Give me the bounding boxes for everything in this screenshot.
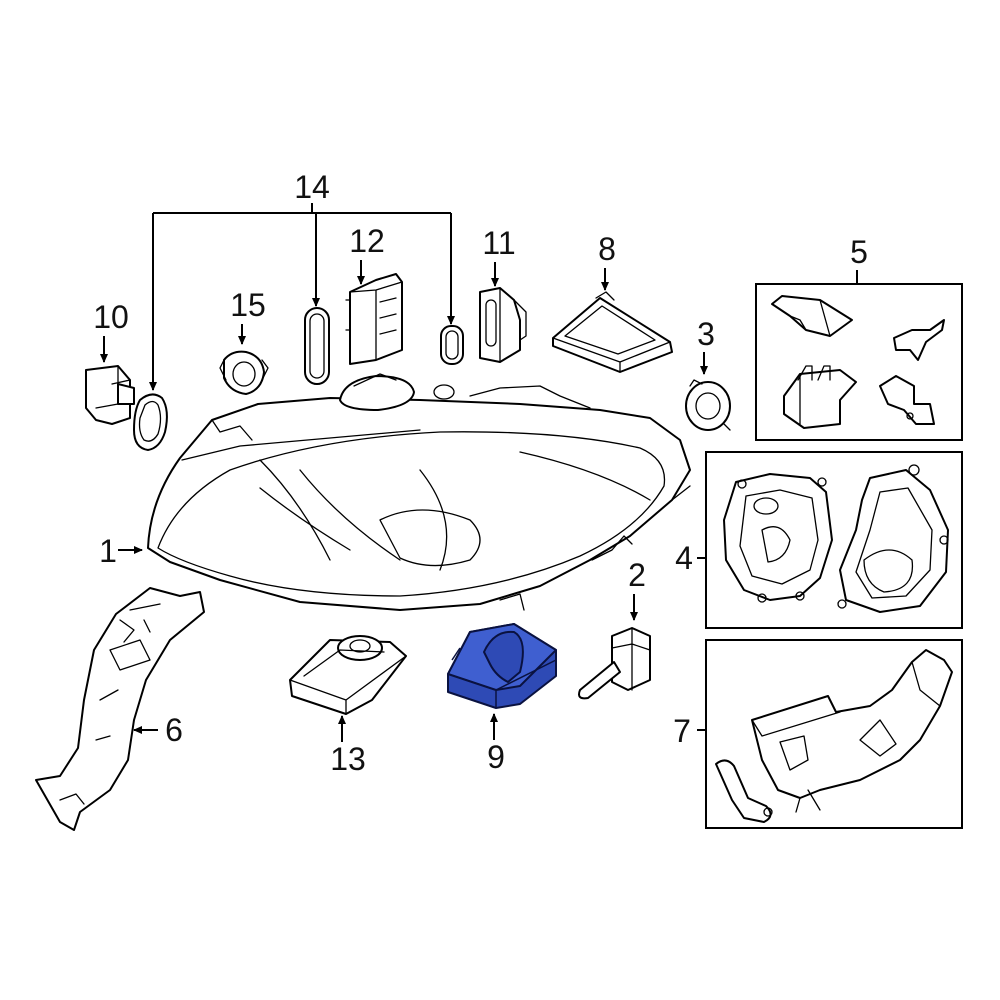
callout-5[interactable]: 5 xyxy=(850,234,868,270)
ring-part-3[interactable] xyxy=(685,379,731,431)
gasket-part-14c[interactable] xyxy=(440,325,464,365)
bracket-part-5c[interactable] xyxy=(783,365,857,429)
gasket-part-14c-inner xyxy=(445,330,459,360)
highlighted-control-module-part-9[interactable] xyxy=(447,623,557,709)
callout-4[interactable]: 4 xyxy=(675,540,693,576)
callout-8[interactable]: 8 xyxy=(598,231,616,267)
callout-3[interactable]: 3 xyxy=(697,316,715,352)
callout-12[interactable]: 12 xyxy=(349,223,385,259)
callout-6[interactable]: 6 xyxy=(165,712,183,748)
gasket-part-14a-inner xyxy=(138,400,162,442)
housing-part-4a[interactable] xyxy=(723,473,833,603)
headlamp-assembly-part-1[interactable] xyxy=(147,373,691,611)
callout-13[interactable]: 13 xyxy=(330,741,366,777)
bracket-part-5a[interactable] xyxy=(771,295,853,337)
bulb-part-2[interactable] xyxy=(578,627,651,700)
callout-1[interactable]: 1 xyxy=(99,533,117,569)
control-unit-part-12[interactable] xyxy=(345,273,403,365)
callout-7[interactable]: 7 xyxy=(673,713,691,749)
retainer-part-15[interactable] xyxy=(219,350,269,395)
bracket-part-5d[interactable] xyxy=(879,375,935,425)
callout-14-group: 14 xyxy=(149,169,455,391)
socket-part-10[interactable] xyxy=(85,365,135,425)
callout-9[interactable]: 9 xyxy=(487,739,505,775)
gasket-part-14b-inner xyxy=(309,313,325,379)
module-part-11[interactable] xyxy=(479,287,527,363)
callout-10[interactable]: 10 xyxy=(93,299,129,335)
air-duct-part-6[interactable] xyxy=(35,587,205,831)
callout-14-leader xyxy=(152,203,452,385)
housing-part-4b[interactable] xyxy=(837,464,949,613)
callout-14[interactable]: 14 xyxy=(294,169,330,205)
callout-11[interactable]: 11 xyxy=(482,225,515,261)
ballast-part-8[interactable] xyxy=(552,291,673,373)
bracket-part-5b[interactable] xyxy=(893,319,945,361)
gasket-part-14b[interactable] xyxy=(304,307,330,385)
callout-15[interactable]: 15 xyxy=(230,287,266,323)
ballast-part-13[interactable] xyxy=(289,635,407,715)
callout-2[interactable]: 2 xyxy=(628,557,646,593)
duct-part-7[interactable] xyxy=(715,649,953,823)
